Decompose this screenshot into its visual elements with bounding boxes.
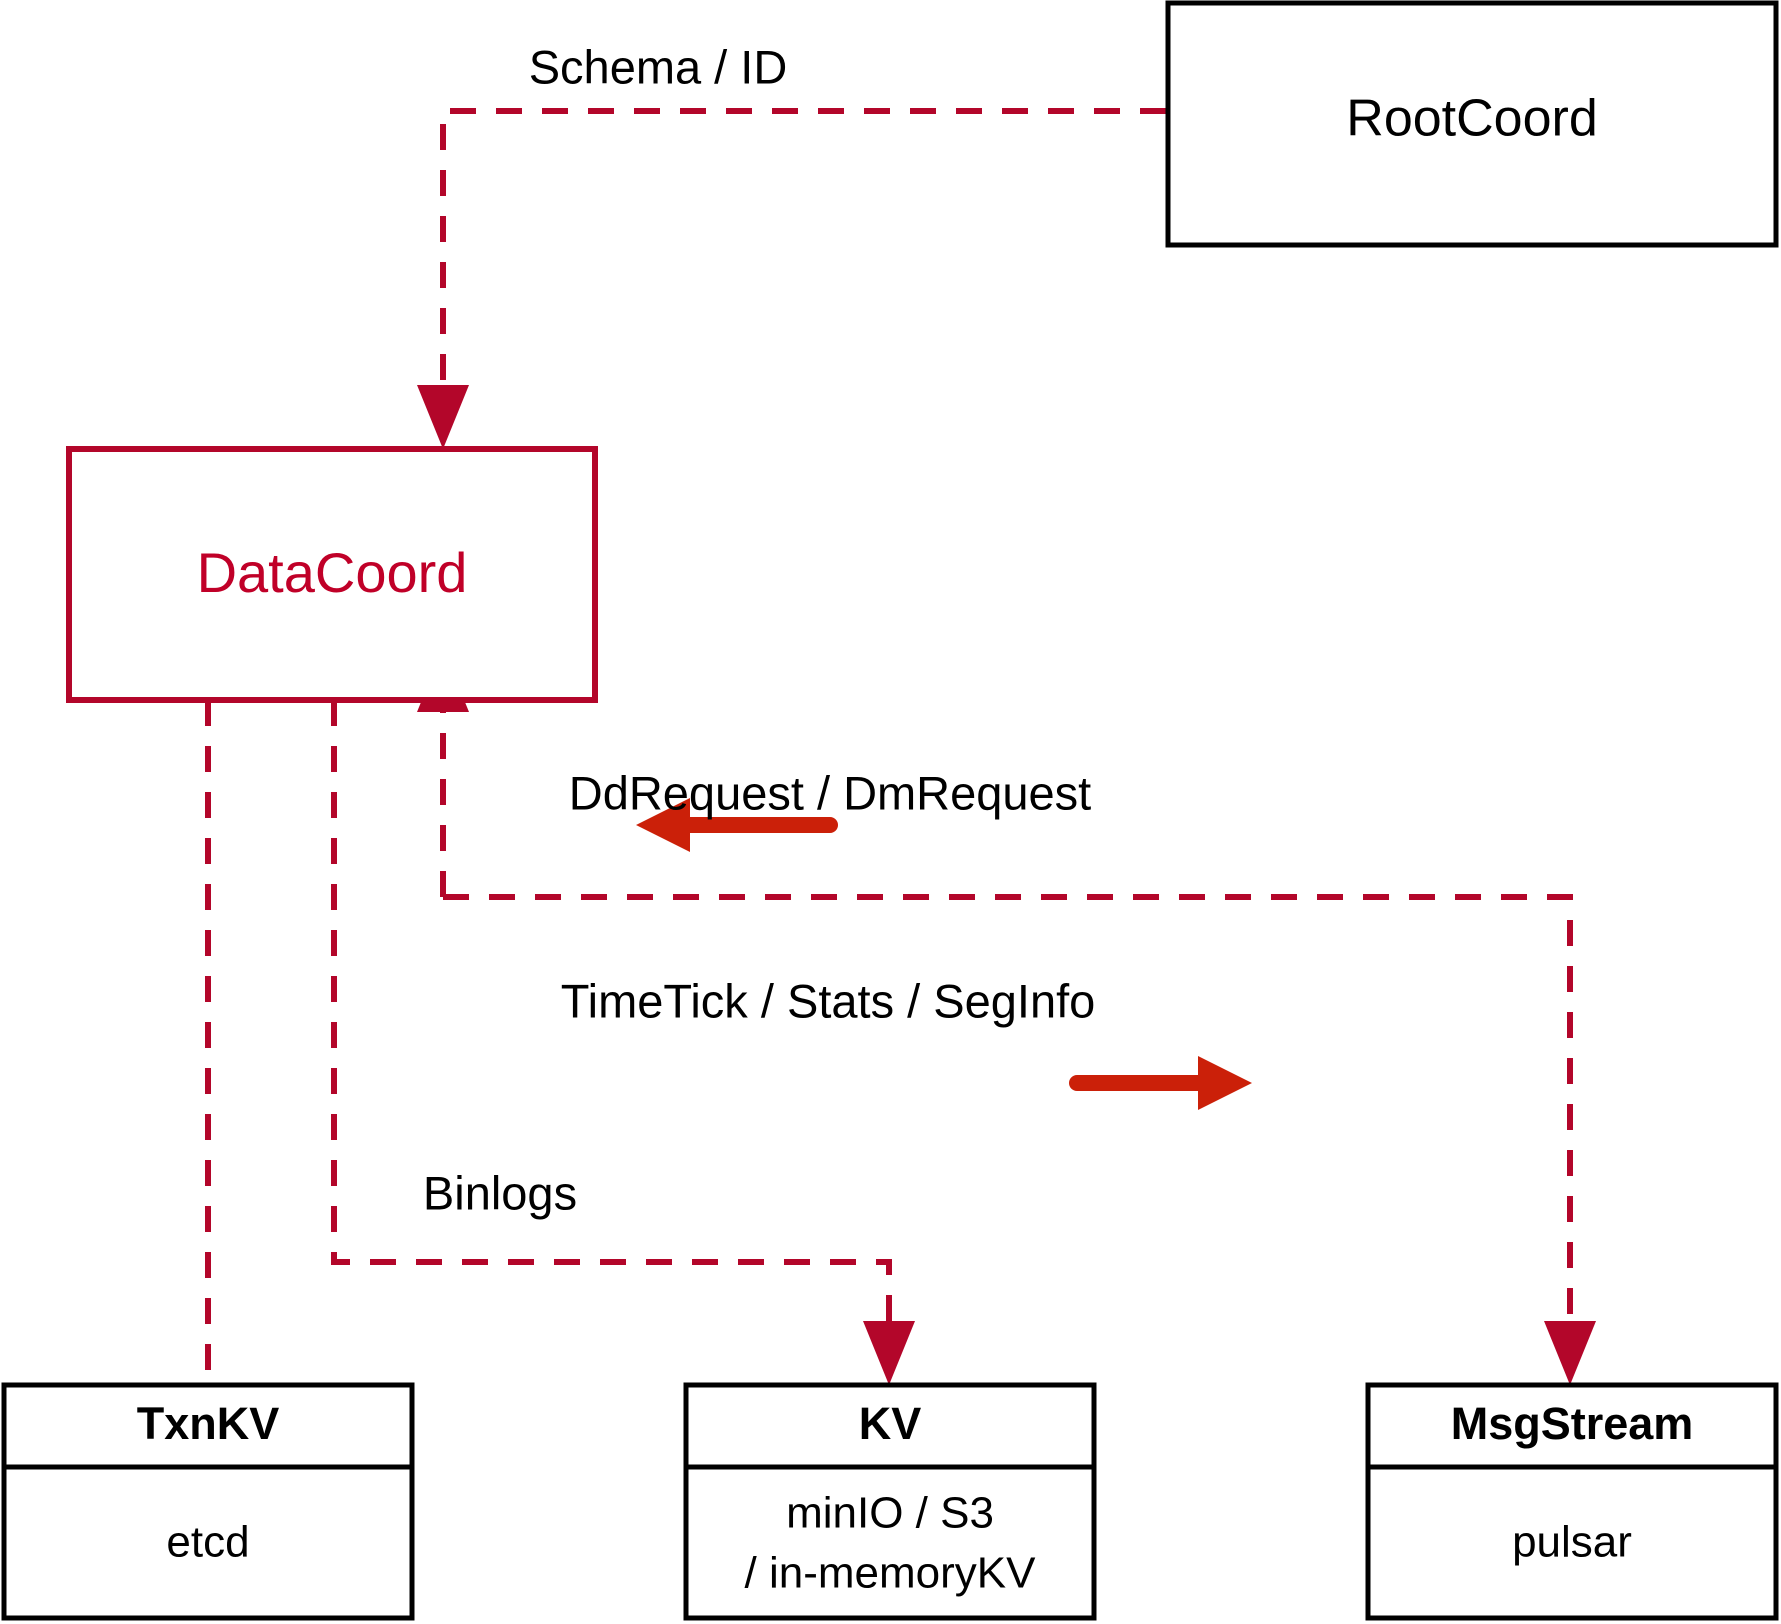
edge-schema-id-path [440,108,1166,392]
msgstream-detail: pulsar [1512,1518,1632,1567]
txnkv-box [1,1382,415,1621]
msgstream-title: MsgStream [1451,1398,1694,1449]
node-kv[interactable]: KV minIO / S3 / in-memoryKV [683,1382,1097,1621]
datacoord-box [66,446,598,703]
datacoord-label: DataCoord [197,541,468,604]
arrow-right-icon-head [1198,1056,1252,1110]
txnkv-title: TxnKV [137,1398,280,1449]
node-txnkv[interactable]: TxnKV etcd [1,1382,415,1621]
edge-msgstream-horizontal-path [443,894,1573,1325]
arrow-down-icon-kv [863,1321,915,1385]
rootcoord-label: RootCoord [1346,90,1597,148]
edge-label-schema-id: Schema / ID [529,40,788,93]
node-msgstream[interactable]: MsgStream pulsar [1365,1382,1779,1621]
edge-label-dd-dm-request: DdRequest / DmRequest [569,766,1091,819]
kv-box [683,1382,1097,1621]
node-rootcoord[interactable]: RootCoord [1165,0,1779,248]
arrow-left-icon-head [636,798,690,852]
edge-label-timetick-stats-seginfo: TimeTick / Stats / SegInfo [561,974,1096,1027]
msgstream-box [1365,1382,1779,1621]
arrow-down-icon-datacoord-top [417,385,469,449]
kv-detail-line1: minIO / S3 [786,1489,994,1538]
rootcoord-box [1165,0,1779,248]
kv-title: KV [859,1398,922,1449]
txnkv-detail: etcd [166,1518,249,1567]
node-datacoord[interactable]: DataCoord [66,446,598,703]
edge-label-binlogs: Binlogs [423,1166,577,1219]
edge-binlogs-path [331,700,892,1325]
kv-detail-line2: / in-memoryKV [745,1549,1037,1598]
arrow-down-icon-msgstream [1544,1321,1596,1385]
